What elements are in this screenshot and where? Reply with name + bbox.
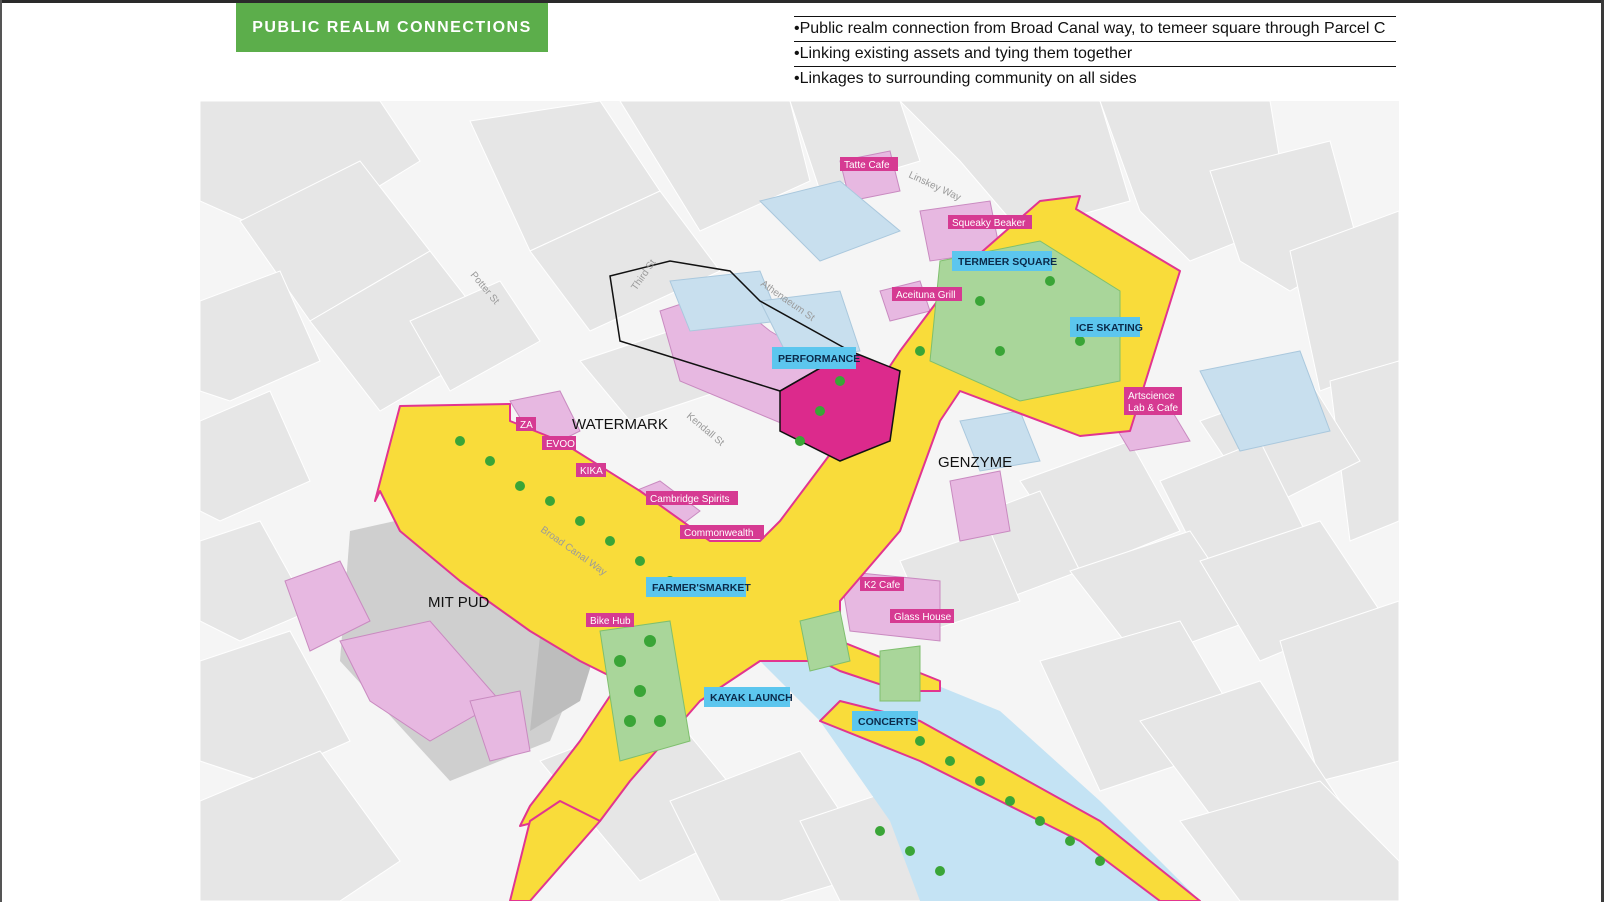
- svg-text:TERMEER SQUARE: TERMEER SQUARE: [958, 256, 1057, 268]
- district-label-mit-pud: MIT PUD: [428, 594, 490, 611]
- svg-text:Tatte Cafe: Tatte Cafe: [844, 160, 890, 171]
- svg-text:Glass House: Glass House: [894, 612, 952, 623]
- callout-farmers-market: FARMER'SMARKET: [646, 577, 751, 597]
- svg-text:K2 Cafe: K2 Cafe: [864, 580, 901, 591]
- section-title: PUBLIC REALM CONNECTIONS: [236, 3, 548, 52]
- svg-text:Commonwealth: Commonwealth: [684, 528, 753, 539]
- tag-squeaky-beaker: Squeaky Beaker: [948, 215, 1032, 229]
- tag-za: ZA: [516, 417, 536, 431]
- tag-commonwealth: Commonwealth: [680, 525, 764, 539]
- callout-performance: PERFORMANCE: [772, 347, 860, 369]
- tag-cambridge-spirits: Cambridge Spirits: [646, 491, 738, 505]
- svg-text:EVOO: EVOO: [546, 439, 575, 450]
- callout-concerts: CONCERTS: [852, 711, 918, 731]
- district-label-watermark: WATERMARK: [572, 416, 668, 433]
- svg-text:ICE SKATING: ICE SKATING: [1076, 322, 1143, 334]
- green-spaces: [599, 240, 1121, 762]
- tag-kika: KIKA: [576, 463, 606, 477]
- tag-glass-house: Glass House: [890, 609, 954, 623]
- callout-ice-skating: ICE SKATING: [1070, 317, 1143, 337]
- bullet-item: •Linkages to surrounding community on al…: [794, 66, 1396, 91]
- svg-text:FARMER'SMARKET: FARMER'SMARKET: [652, 582, 751, 594]
- svg-text:Squeaky Beaker: Squeaky Beaker: [952, 218, 1026, 229]
- tag-aceituna-grill: Aceituna Grill: [892, 287, 962, 301]
- svg-text:KAYAK LAUNCH: KAYAK LAUNCH: [710, 692, 793, 704]
- svg-text:Artscience: Artscience: [1128, 391, 1175, 402]
- svg-text:Cambridge Spirits: Cambridge Spirits: [650, 494, 729, 505]
- bullet-item: •Linking existing assets and tying them …: [794, 41, 1396, 66]
- svg-text:Bike Hub: Bike Hub: [590, 616, 631, 627]
- background-buildings: [200, 101, 1399, 901]
- svg-text:CONCERTS: CONCERTS: [858, 716, 917, 728]
- svg-text:Lab & Cafe: Lab & Cafe: [1128, 403, 1178, 414]
- parcel-c-outline: [609, 260, 852, 392]
- bullet-item: •Public realm connection from Broad Cana…: [794, 16, 1396, 41]
- window-top-border: [0, 0, 1604, 3]
- window-right-border: [1601, 0, 1604, 902]
- svg-text:Aceituna Grill: Aceituna Grill: [896, 290, 955, 301]
- svg-text:PERFORMANCE: PERFORMANCE: [778, 353, 860, 365]
- svg-text:KIKA: KIKA: [580, 466, 603, 477]
- tag-tatte-cafe: Tatte Cafe: [840, 157, 898, 171]
- tag-k2-cafe: K2 Cafe: [860, 577, 904, 591]
- callout-kayak-launch: KAYAK LAUNCH: [704, 687, 793, 707]
- bullet-list: •Public realm connection from Broad Cana…: [794, 16, 1396, 91]
- site-diagram-svg: WATERMARK GENZYME MIT PUD Linskey Way Th…: [200, 101, 1399, 901]
- svg-text:ZA: ZA: [520, 420, 533, 431]
- callout-termeer-square: TERMEER SQUARE: [952, 251, 1057, 271]
- site-diagram: WATERMARK GENZYME MIT PUD Linskey Way Th…: [200, 101, 1399, 901]
- building-roofs: [669, 180, 1331, 472]
- tag-artscience: Artscience Lab & Cafe: [1124, 387, 1182, 415]
- district-label-genzyme: GENZYME: [938, 454, 1012, 471]
- window-left-border: [0, 0, 2, 902]
- tag-evoo: EVOO: [542, 436, 576, 450]
- tag-bike-hub: Bike Hub: [586, 613, 634, 627]
